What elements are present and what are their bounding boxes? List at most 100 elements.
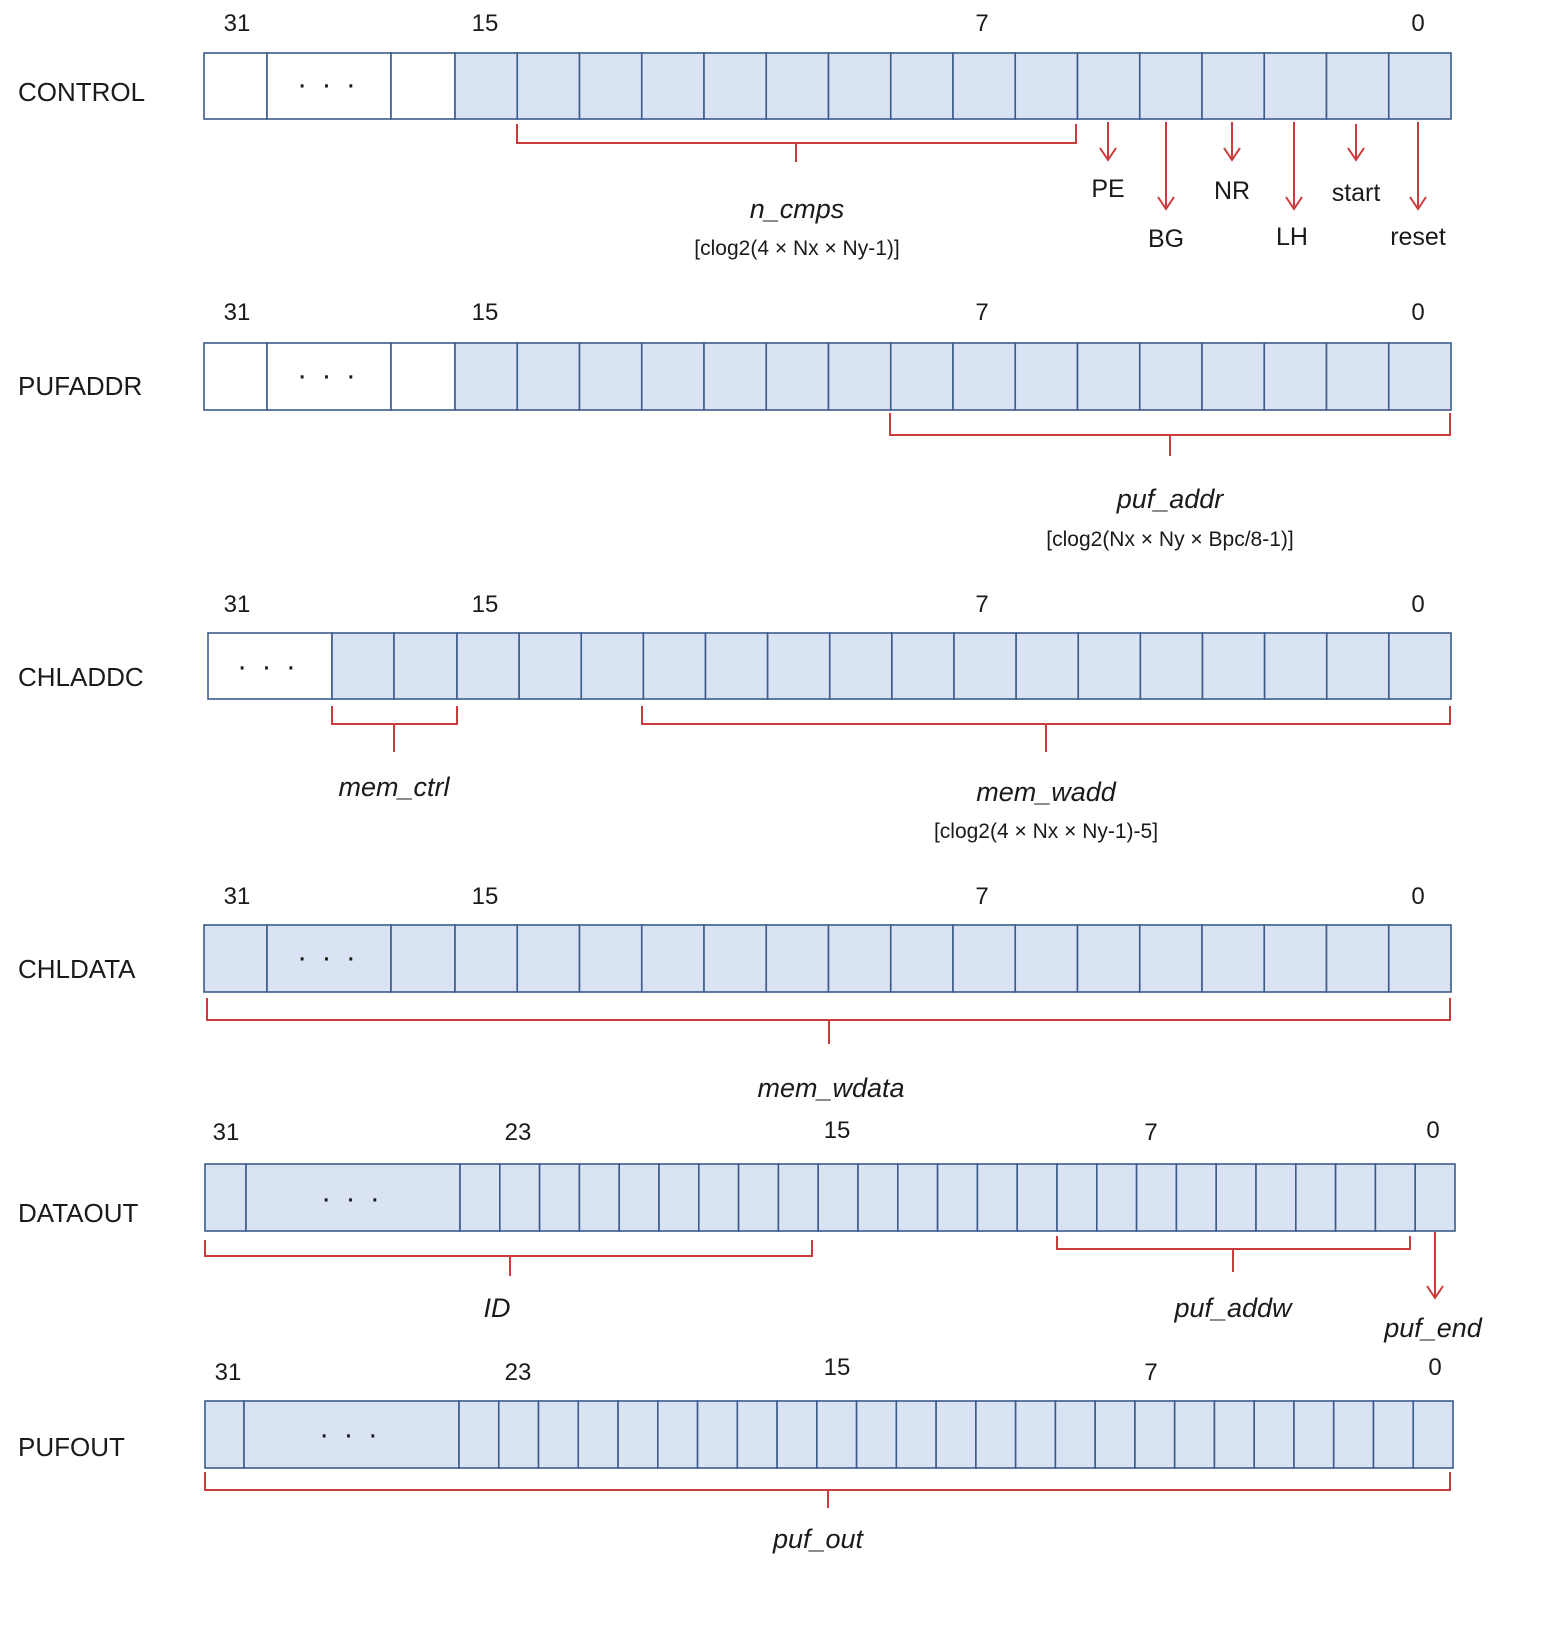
bit-cell bbox=[776, 1400, 818, 1469]
field-name-mem-wdata: mem_wdata bbox=[757, 1073, 904, 1103]
bit-cell bbox=[393, 632, 458, 700]
bit-tick: 0 bbox=[1426, 1117, 1439, 1144]
bit-cell bbox=[1014, 1400, 1057, 1469]
bit-cell bbox=[1014, 342, 1079, 411]
bit-cell bbox=[1173, 1400, 1216, 1469]
field-formula-puf-addr: [clog2(Nx × Ny × Bpc/8-1)] bbox=[1046, 528, 1293, 551]
bit-cell bbox=[1016, 1163, 1058, 1232]
bit-cell bbox=[617, 1400, 659, 1469]
bit-cell bbox=[1263, 924, 1328, 993]
bit-tick: 23 bbox=[505, 1119, 532, 1146]
bit-tick: 15 bbox=[472, 10, 499, 37]
bit-cell bbox=[952, 342, 1017, 411]
bit-tick: 7 bbox=[1144, 1119, 1157, 1146]
bit-cell bbox=[827, 52, 892, 120]
bit-cell bbox=[456, 632, 520, 700]
arrow-bg bbox=[1157, 122, 1175, 211]
bit-cell bbox=[1096, 1163, 1138, 1232]
bit-cell bbox=[578, 52, 643, 120]
arrow-puf-end bbox=[1426, 1232, 1444, 1300]
bit-cell bbox=[1201, 52, 1266, 120]
bit-cell bbox=[1295, 1163, 1337, 1232]
bit-tick: 31 bbox=[224, 299, 251, 326]
field-mem-ctrl-brace bbox=[331, 706, 458, 752]
bit-cell bbox=[1201, 924, 1266, 993]
bit-cell bbox=[1015, 632, 1080, 700]
bit-cell bbox=[697, 1163, 740, 1232]
bit-cell bbox=[817, 1163, 859, 1232]
bit-tick: 31 bbox=[224, 883, 251, 910]
register-cells-chladdc bbox=[207, 632, 1452, 700]
bit-tick: 7 bbox=[975, 10, 988, 37]
bit-tick: 15 bbox=[824, 1117, 851, 1144]
bit-cell bbox=[1138, 924, 1203, 993]
bit-cell bbox=[935, 1400, 977, 1469]
ellipsis: · · · bbox=[237, 650, 299, 683]
bit-cell bbox=[1414, 1163, 1456, 1232]
bit-tick: 7 bbox=[975, 883, 988, 910]
bit-cell bbox=[976, 1163, 1019, 1232]
field-id-brace bbox=[204, 1240, 813, 1276]
bit-tick: 15 bbox=[824, 1354, 851, 1381]
bit-cell bbox=[1325, 924, 1390, 993]
field-name-puf-addr: puf_addr bbox=[1116, 484, 1225, 514]
bit-cell bbox=[1014, 924, 1079, 993]
bit-cell bbox=[516, 924, 581, 993]
bit-label-nr: NR bbox=[1214, 177, 1250, 205]
field-formula-mem-wadd: [clog2(4 × Nx × Ny-1)-5] bbox=[934, 820, 1158, 843]
bit-cell bbox=[1263, 342, 1328, 411]
bit-cell bbox=[390, 342, 456, 411]
register-name-pufaddr: PUFADDR bbox=[18, 371, 142, 401]
bit-cell bbox=[518, 632, 583, 700]
bit-cell bbox=[737, 1163, 780, 1232]
bit-cell bbox=[765, 52, 830, 120]
bit-cell bbox=[203, 924, 268, 993]
bit-tick: 15 bbox=[472, 591, 499, 618]
bit-tick: 0 bbox=[1411, 10, 1424, 37]
bit-cell bbox=[952, 52, 1017, 120]
ellipsis: · · · bbox=[321, 1182, 383, 1215]
bit-cell bbox=[1215, 1163, 1257, 1232]
bit-cell bbox=[1076, 342, 1141, 411]
bit-cell bbox=[1076, 52, 1141, 120]
register-cells-chldata bbox=[203, 924, 1452, 993]
bit-tick: 23 bbox=[505, 1359, 532, 1386]
bit-tick: 0 bbox=[1411, 883, 1424, 910]
bit-cell bbox=[454, 342, 519, 411]
bit-cell bbox=[703, 52, 768, 120]
bit-cell bbox=[889, 342, 954, 411]
bit-cell bbox=[458, 1400, 500, 1469]
bit-cell bbox=[1372, 1400, 1415, 1469]
bit-tick: 31 bbox=[224, 10, 251, 37]
bit-cell bbox=[390, 52, 456, 120]
field-name-n-cmps: n_cmps bbox=[750, 194, 845, 224]
bit-cell bbox=[704, 632, 769, 700]
bit-cell bbox=[1056, 1163, 1098, 1232]
bit-cell bbox=[454, 52, 519, 120]
bit-cell bbox=[1325, 52, 1390, 120]
bit-cell bbox=[703, 924, 768, 993]
bit-cell bbox=[1412, 1400, 1454, 1469]
bit-cell bbox=[1077, 632, 1142, 700]
bit-label-start: start bbox=[1332, 179, 1381, 207]
bit-tick: 0 bbox=[1411, 591, 1424, 618]
bit-cell bbox=[896, 1163, 939, 1232]
bit-cell bbox=[578, 924, 643, 993]
field-name-puf-addw: puf_addw bbox=[1173, 1293, 1293, 1323]
bit-cell bbox=[1213, 1400, 1255, 1469]
bit-cell bbox=[1201, 632, 1266, 700]
bit-cell bbox=[498, 1163, 541, 1232]
bit-cell bbox=[1325, 632, 1390, 700]
arrow-lh bbox=[1285, 122, 1303, 211]
bit-cell bbox=[975, 1400, 1017, 1469]
bit-cell bbox=[497, 1400, 540, 1469]
arrow-start bbox=[1347, 124, 1365, 162]
bit-cell bbox=[243, 1400, 460, 1469]
field-formula-n-cmps: [clog2(4 × Nx × Ny-1)] bbox=[694, 237, 899, 260]
bit-cell bbox=[1255, 1163, 1297, 1232]
bit-cell bbox=[537, 1400, 580, 1469]
bit-cell bbox=[640, 924, 705, 993]
bit-cell bbox=[1054, 1400, 1096, 1469]
bit-cell bbox=[1253, 1400, 1295, 1469]
